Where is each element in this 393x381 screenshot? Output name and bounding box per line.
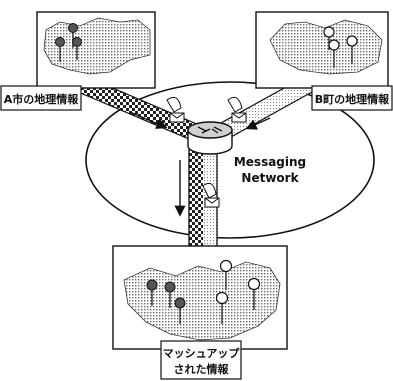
message-envelope-icon [231,112,247,123]
map-pin-icon [72,37,82,60]
map-pin-icon [328,39,340,68]
message-envelope-icon [169,112,185,123]
router-hub-icon [187,121,233,155]
map-pin-icon [323,26,335,50]
map-pin-icon [174,297,186,324]
mashup-label-box: マッシュアップ された情報 [160,340,242,380]
map-pin-icon [146,279,158,306]
bubble-icon [227,96,243,113]
arrow-icon [245,117,271,130]
arrow-icon [129,111,168,129]
city-a-label: A市の地理情報 [4,92,80,106]
network-label-line2: Network [241,171,299,185]
map-pin-icon [215,291,229,324]
bubble-icon [166,96,182,113]
town-b-label: B町の地理情報 [315,92,390,106]
map-panel-mashup [112,245,288,350]
bubble-icon [202,182,217,199]
town-b-label-box: B町の地理情報 [311,85,393,111]
map-pin-icon [219,259,233,290]
city-a-label-box: A市の地理情報 [0,85,82,111]
mashup-label-line2: された情報 [174,362,230,376]
map-pin-icon [247,277,261,310]
map-panel-town-b [255,11,389,89]
network-label-line1: Messaging [234,155,306,169]
map-pin-icon [55,37,65,62]
map-pin-icon [164,281,176,308]
map-pin-icon [346,35,358,64]
map-panel-city-a [36,11,156,89]
message-envelope-icon [204,197,220,208]
mashup-label-line1: マッシュアップ [163,346,241,360]
